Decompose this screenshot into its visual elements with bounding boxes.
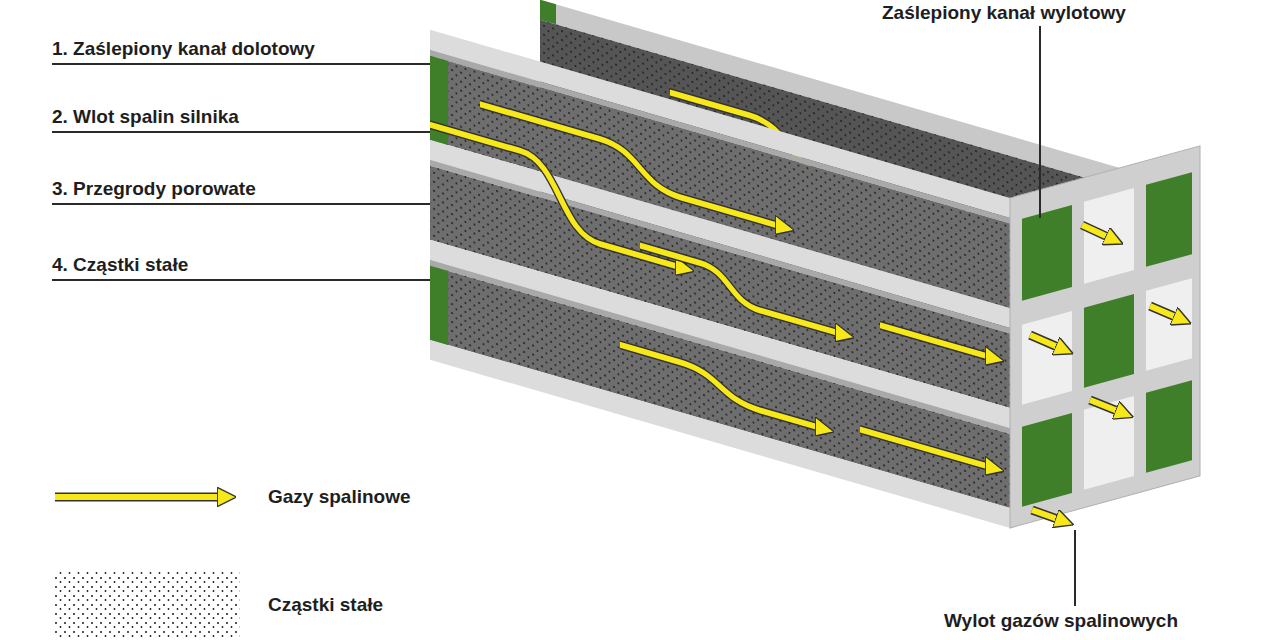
legend-text: Cząstki stałe — [268, 594, 383, 616]
part-label: 1. Zaślepiony kanał dolotowy — [52, 38, 315, 60]
part-label: Wylot gazów spalinowych — [940, 610, 1182, 632]
part-label: 3. Przegrody porowate — [52, 178, 256, 200]
legend-dots-sample — [55, 572, 240, 640]
filter-end-face — [1010, 146, 1200, 528]
part-label: 4. Cząstki stałe — [52, 254, 188, 276]
exit-arrows — [1030, 225, 1178, 520]
legend-arrow-sample — [55, 497, 222, 498]
filter-front-layer — [430, 30, 1010, 528]
leader-lines — [1040, 26, 1075, 606]
legend-text: Gazy spalinowe — [268, 486, 411, 508]
part-label: Zaślepiony kanał wylotowy — [878, 2, 1130, 24]
part-label: 2. Wlot spalin silnika — [52, 106, 239, 128]
